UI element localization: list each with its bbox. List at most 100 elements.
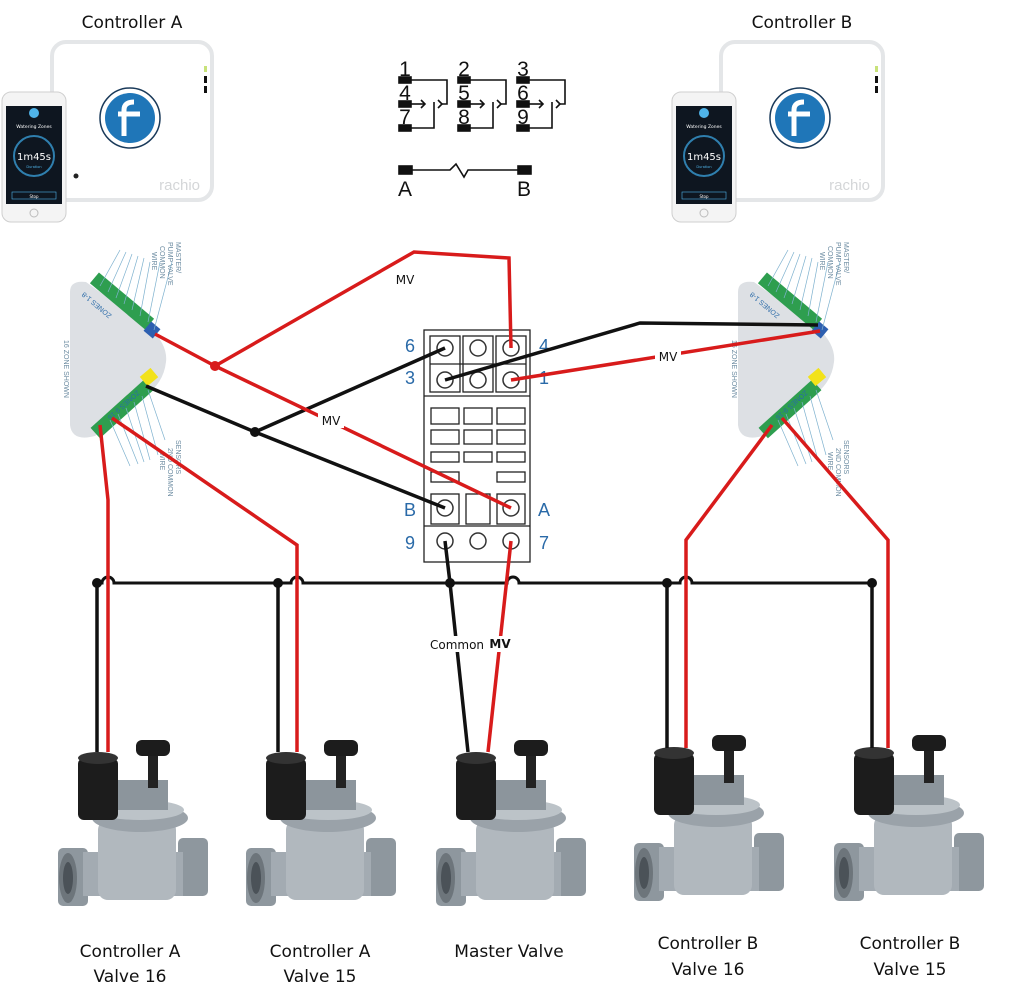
- screw-terminals: [436, 339, 520, 550]
- phone-stop-button[interactable]: [681, 191, 727, 200]
- zone-count-label: 16 ZONE SHOWN: [730, 340, 737, 398]
- phone-screen-title: Watering Zones: [16, 124, 52, 130]
- zones-9-16-strip: [90, 379, 154, 439]
- relay-base-labels: 6 3 B 9 4 1 A 7: [404, 336, 550, 553]
- phone-stop-label: Stop: [699, 194, 709, 199]
- base-label: 1: [539, 368, 549, 388]
- contact-label: 3: [517, 58, 529, 81]
- relay-schematic: [398, 76, 566, 179]
- phone-timer: 1m45s: [687, 152, 721, 163]
- brand-logo: rachio: [829, 177, 870, 194]
- home-button: [699, 208, 709, 218]
- valve-caption: Controller B: [860, 934, 961, 954]
- home-button: [29, 208, 39, 218]
- phone-timer-label: Duration: [26, 165, 41, 169]
- terminal-board-b: ZONES 1-8 ZONES 9-16 MASTER/ PUMP VALVE …: [730, 242, 849, 497]
- sensors-label: SENSORS: [174, 440, 181, 475]
- valves: [58, 735, 984, 906]
- mv-label: MV: [396, 273, 415, 287]
- second-wire-label: WIRE: [158, 452, 165, 471]
- valve-caption: Valve 15: [283, 967, 356, 987]
- zone-count-label: 16 ZONE SHOWN: [62, 340, 69, 398]
- relay-coil: [398, 162, 532, 179]
- junction-dot: [250, 427, 260, 437]
- common-label: COMMON: [158, 246, 165, 279]
- terminal-board-a: ZONES 1-8 ZONES 9-16 MASTER/ PUMP VALVE …: [62, 242, 181, 497]
- controller-a-title: Controller A: [82, 13, 183, 33]
- relay-base: [423, 329, 531, 563]
- zone-15-wire-b: [780, 416, 890, 748]
- controller-b-title: Controller B: [752, 13, 853, 33]
- common-bus: [97, 575, 872, 585]
- common-label: COMMON: [826, 246, 833, 279]
- valve-caption: Valve 15: [873, 960, 946, 980]
- phone-timer-label: Duration: [696, 165, 711, 169]
- wire-label: WIRE: [818, 252, 825, 271]
- valve-caption: Controller B: [658, 934, 759, 954]
- valve-caption: Valve 16: [93, 967, 166, 987]
- zones-1-8-strip: [757, 272, 823, 330]
- valve-controller-b-15: [834, 735, 984, 901]
- junction-dot: [210, 361, 220, 371]
- coil-label-a: A: [398, 178, 412, 201]
- controller-b-common-wire: [444, 321, 819, 382]
- junction-dot: [662, 578, 672, 588]
- contact-label: 6: [517, 82, 529, 105]
- contact-label: 8: [458, 106, 470, 129]
- valve-controller-b-16: [634, 735, 784, 901]
- pump-valve-label: PUMP VALVE: [834, 242, 841, 286]
- contact-label: 5: [458, 82, 470, 105]
- phone-a: Watering Zones 1m45s Duration Stop: [1, 91, 67, 223]
- valve-captions: Controller A Valve 16 Controller A Valve…: [80, 934, 961, 987]
- junction-dot: [867, 578, 877, 588]
- junction-dot: [273, 578, 283, 588]
- base-label: 7: [539, 533, 549, 553]
- wire-label: WIRE: [150, 252, 157, 271]
- coil-label-b: B: [517, 178, 531, 201]
- zones-1-8-strip: [89, 272, 155, 330]
- valve-caption: Valve 16: [671, 960, 744, 980]
- second-common-label: 2ND COMMON: [166, 448, 173, 497]
- master-label: MASTER/: [842, 242, 849, 273]
- valve-caption: Controller A: [270, 942, 371, 962]
- junction-dot: [92, 578, 102, 588]
- controller-b: Controller B rachio Watering Zones 1m45s…: [671, 13, 885, 223]
- relay-schematic-labels: 1 2 3 4 5 6 7 8 9 A B: [398, 58, 531, 201]
- mv-label: MV: [322, 414, 341, 428]
- contact-6-wire: [254, 346, 446, 434]
- contact-label: 9: [517, 106, 529, 129]
- phone-stop-button[interactable]: [11, 191, 57, 200]
- base-label: B: [404, 500, 416, 520]
- valve-caption: Controller A: [80, 942, 181, 962]
- second-wire-label: WIRE: [826, 452, 833, 471]
- base-label: 4: [539, 336, 549, 356]
- contact-group-3: [516, 76, 566, 132]
- controller-a: Controller A rachio Watering Zones 1m45s…: [1, 13, 214, 223]
- mv-label: MV: [659, 350, 678, 364]
- mv-label: MV: [489, 637, 511, 651]
- valve-controller-a-15: [246, 740, 396, 906]
- contact-group-2: [457, 76, 507, 132]
- contact-label: 7: [399, 106, 411, 129]
- master-label: MASTER/: [174, 242, 181, 273]
- zone-15-wire-a: [111, 416, 299, 752]
- zones-9-16-strip: [758, 379, 822, 439]
- base-label: 6: [405, 336, 415, 356]
- sensors-label: SENSORS: [842, 440, 849, 475]
- second-common-label: 2ND COMMON: [834, 448, 841, 497]
- master-valve: [436, 740, 586, 906]
- phone-b: Watering Zones 1m45s Duration Stop: [671, 91, 737, 223]
- phone-stop-label: Stop: [29, 194, 39, 199]
- contact-label: 2: [458, 58, 470, 81]
- contact-group-1: [398, 76, 448, 132]
- base-label: 3: [405, 368, 415, 388]
- sensor-terminal: [807, 367, 827, 387]
- contact-label: 1: [399, 58, 411, 81]
- sensor-terminal: [139, 367, 159, 387]
- common-label: Common: [430, 638, 484, 652]
- phone-timer: 1m45s: [17, 152, 51, 163]
- contact-4-wire: [214, 250, 513, 368]
- zone-16-wire-a: [98, 424, 110, 752]
- valve-caption: Master Valve: [454, 942, 563, 962]
